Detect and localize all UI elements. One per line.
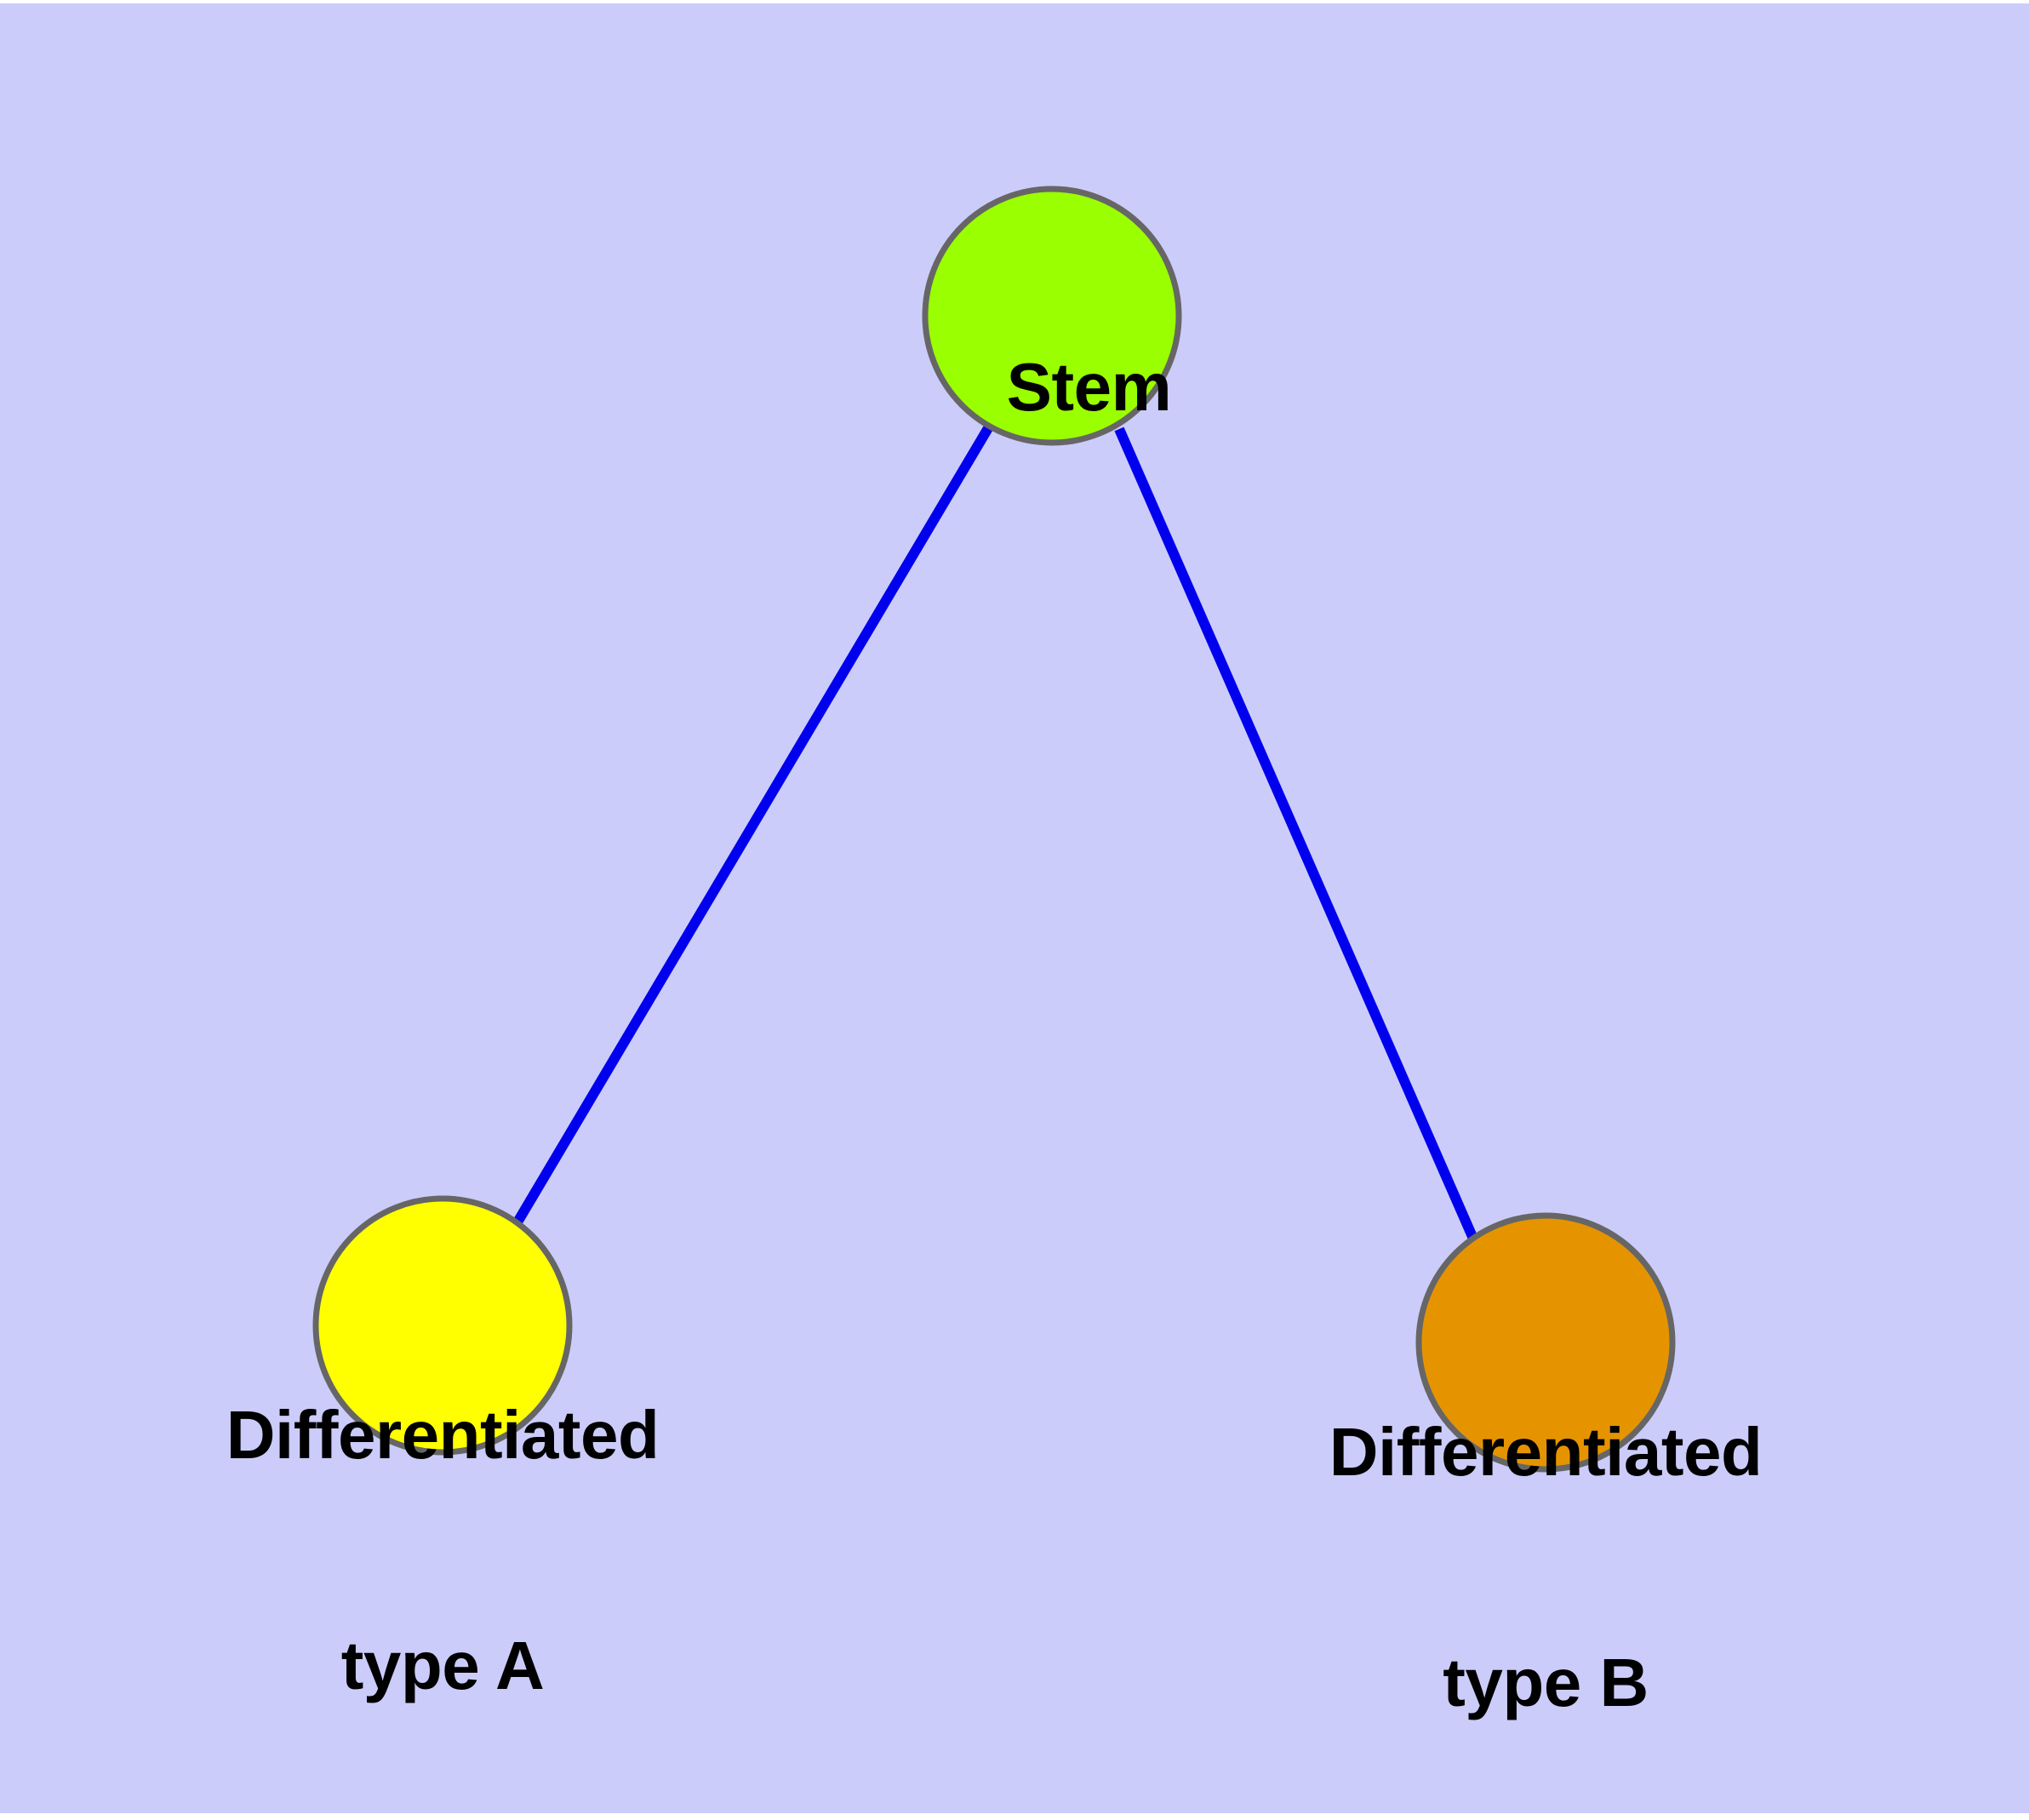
- node-circle-stem[interactable]: [922, 186, 1182, 446]
- edge-stem-to-differentiated-type-b[interactable]: [1114, 426, 1478, 1241]
- node-circle-differentiated-type-b[interactable]: [1415, 1212, 1676, 1473]
- node-circle-differentiated-type-a[interactable]: [312, 1195, 573, 1456]
- edge-stem-to-differentiated-type-a[interactable]: [513, 425, 993, 1224]
